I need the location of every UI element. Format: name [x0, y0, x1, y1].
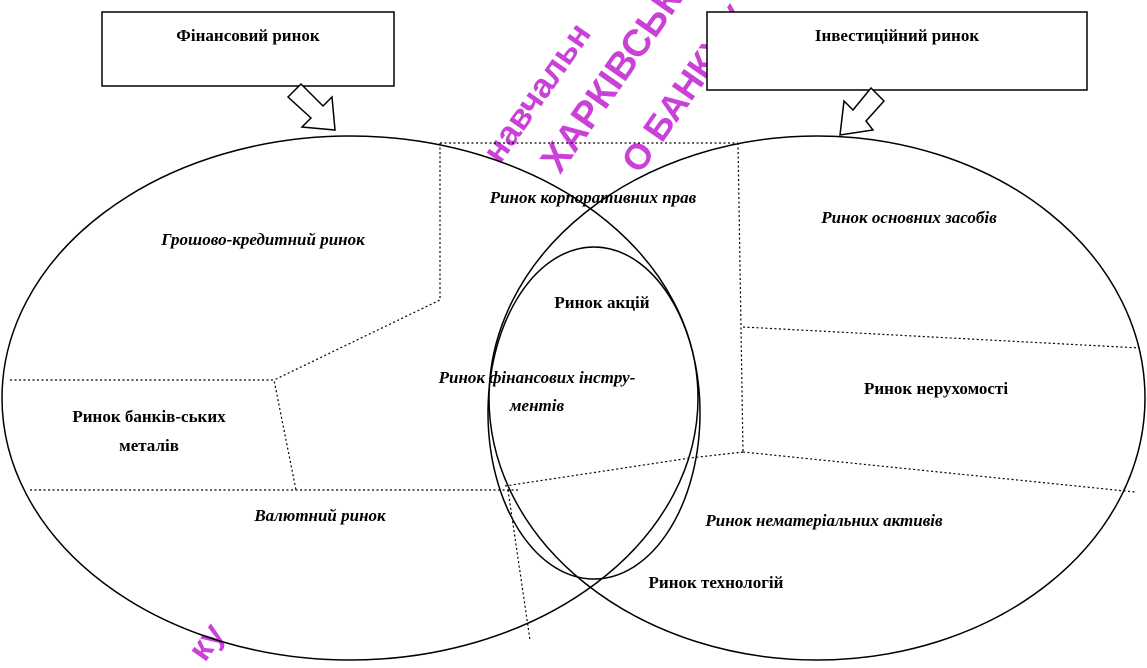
technologies-market-label: Ринок технологій	[649, 573, 784, 592]
money-credit-market-label: Грошово-кредитний ринок	[160, 230, 365, 249]
watermark: навчальн ХАРКІВСЬКОГ О БАНКУ У ку	[180, 0, 757, 668]
investment-market-title: Інвестиційний ринок	[815, 26, 980, 45]
fixed-assets-market-label: Ринок основних засобів	[820, 208, 997, 227]
precious-metals-label-line2: металів	[119, 436, 179, 455]
currency-market-label: Валютний ринок	[253, 506, 386, 525]
real-estate-market-label: Ринок нерухомості	[864, 379, 1008, 398]
segment-dividers	[10, 142, 1141, 641]
watermark-line-4: ку	[180, 616, 232, 663]
financial-market-title: Фінансовий ринок	[176, 26, 320, 45]
down-arrow-left-icon	[286, 82, 336, 131]
investment-market-box	[706, 11, 1088, 91]
investment-market-circle	[488, 135, 1146, 661]
shares-market-circle	[487, 246, 701, 580]
down-arrow-right-icon	[839, 86, 886, 136]
precious-metals-label-line1: Ринок банків-ських	[72, 407, 226, 426]
fin-instruments-label-line2: ментів	[509, 396, 565, 415]
intangible-assets-market-label: Ринок нематеріальних активів	[704, 511, 943, 530]
financial-market-box	[101, 11, 395, 87]
corporate-rights-market-label: Ринок корпоративних прав	[489, 188, 697, 207]
fin-instruments-label-line1: Ринок фінансових інстру-	[438, 368, 636, 387]
shares-market-label: Ринок акцій	[554, 293, 649, 312]
financial-market-circle	[1, 135, 699, 661]
